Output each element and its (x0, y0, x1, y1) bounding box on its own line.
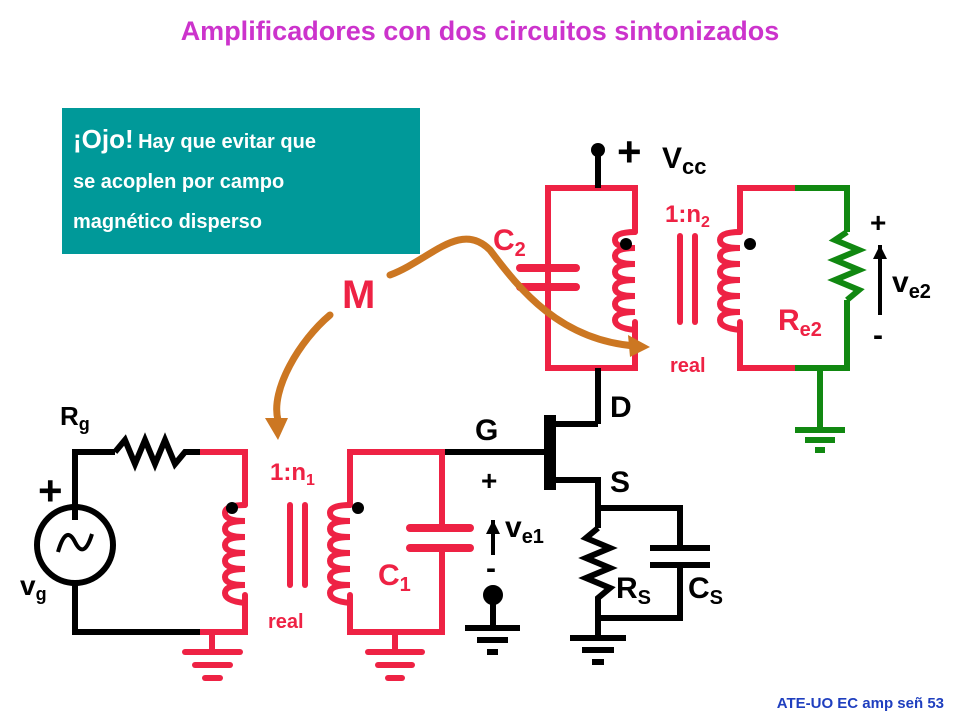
coil-secondary-top (716, 229, 743, 333)
gate-label: G (475, 414, 498, 447)
real-top-label: real (670, 355, 706, 377)
note-line-1: Hay que evitar que (138, 131, 316, 153)
t1-ratio-label: 1:n1 (270, 459, 315, 489)
re2-label: Re2 (778, 304, 822, 341)
ve1-terminal (465, 520, 520, 655)
rs-sub: S (638, 587, 651, 609)
coil-secondary-bottom (326, 502, 353, 606)
rs-main: R (616, 572, 638, 605)
mutual-coupling-arrow (273, 235, 639, 424)
slide-footer: ATE-UO EC amp señ 53 (776, 695, 944, 712)
resistor-re2 (827, 229, 867, 303)
vg-main: v (20, 570, 36, 601)
t1-ratio-sub: 1 (306, 472, 315, 489)
c1-label: C1 (378, 559, 411, 596)
re2-sub: e2 (800, 319, 822, 341)
dot-secondary-top (744, 238, 756, 250)
vcc-main: V (662, 142, 682, 175)
slide-title: Amplificadores con dos circuitos sintoni… (180, 16, 780, 46)
t2-ratio-main: 1:n (665, 201, 701, 228)
drain-label: D (610, 391, 632, 424)
resistor-rg (112, 432, 200, 472)
vg-plus: + (38, 467, 63, 514)
cs-label: CS (688, 572, 723, 609)
ve1-label: ve1 (505, 511, 544, 548)
vcc-label: Vcc (662, 142, 707, 179)
resistor-rs (578, 525, 618, 638)
vcc-plus: + (617, 128, 642, 175)
vg-sub: g (36, 584, 47, 604)
rs-label: RS (616, 572, 651, 609)
c2-label: C2 (493, 224, 526, 261)
cs-main: C (688, 572, 710, 605)
coil-primary-top (611, 229, 638, 333)
ve1-main: v (505, 511, 522, 544)
c2-sub: 2 (515, 239, 526, 261)
ve2-plus: + (870, 207, 886, 238)
ve2-sub: e2 (909, 281, 931, 303)
c1-main: C (378, 559, 400, 592)
re2-main: R (778, 304, 800, 337)
source-label: S (610, 466, 630, 499)
ve2-minus: - (873, 319, 883, 352)
ve1-plus: + (481, 465, 497, 496)
note-line-2: se acoplen por campo (73, 171, 285, 193)
load-network (795, 185, 867, 453)
t2-ratio-sub: 2 (701, 214, 710, 231)
rg-main: R (60, 401, 79, 431)
jfet-transistor (442, 415, 601, 528)
cs-sub: S (710, 587, 723, 609)
note-line-3: magnético disperso (73, 211, 262, 233)
c1-sub: 1 (400, 574, 411, 596)
coil-primary-bottom (221, 502, 248, 606)
note-exclamation: ¡Ojo! (73, 124, 134, 154)
ve2-arrow (873, 245, 887, 259)
ve1-sub: e1 (522, 526, 544, 548)
dot-secondary-bottom (352, 502, 364, 514)
vg-label: vg (20, 570, 47, 604)
ve1-arrow (486, 520, 500, 534)
rg-label: Rg (60, 401, 90, 434)
input-tank (182, 449, 474, 681)
signal-generator (34, 432, 200, 635)
mutual-label: M (342, 273, 375, 317)
capacitor-c2 (516, 185, 580, 291)
real-bottom-label: real (268, 611, 304, 633)
ve2-main: v (892, 266, 909, 299)
rg-sub: g (79, 414, 90, 434)
vcc-terminal (591, 143, 605, 188)
t1-ratio-main: 1:n (270, 459, 306, 486)
t2-ratio-label: 1:n2 (665, 201, 710, 231)
source-network (570, 505, 710, 665)
dot-primary-bottom (226, 502, 238, 514)
ve1-minus: - (486, 552, 496, 585)
warning-note: ¡Ojo! Hay que evitar que se acoplen por … (62, 108, 420, 254)
mutual-arrowhead-bottom (265, 418, 288, 440)
mutual-arrowhead-top (628, 335, 650, 357)
c2-main: C (493, 224, 515, 257)
dot-primary-top (620, 238, 632, 250)
output-tank (516, 185, 798, 371)
ve2-label: ve2 (892, 266, 931, 303)
vcc-sub: cc (682, 154, 706, 179)
